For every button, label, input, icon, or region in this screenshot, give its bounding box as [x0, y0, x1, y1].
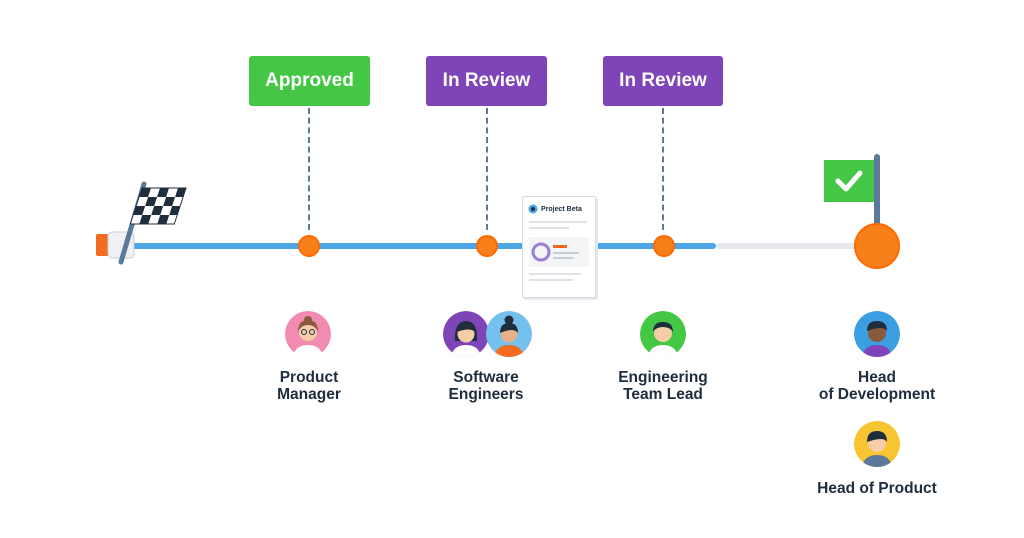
role-label: Software Engineers: [448, 369, 524, 403]
role-label: Engineering Team Lead: [618, 369, 708, 403]
status-badge-in-review: In Review: [603, 56, 723, 106]
role-label: Head of Product: [817, 480, 937, 497]
document-title: Project Beta: [541, 206, 582, 213]
dashed-connector: [486, 108, 488, 230]
milestone-node: [653, 235, 675, 257]
status-badge-in-review: In Review: [426, 56, 547, 106]
dashed-connector: [308, 108, 310, 230]
check-flag-icon: [824, 154, 904, 272]
dashed-connector: [662, 108, 664, 230]
status-badge-approved: Approved: [249, 56, 370, 106]
timeline-track-inactive: [716, 243, 876, 249]
avatar: [443, 311, 489, 357]
role-label: Head of Development: [818, 369, 936, 403]
timeline-track-active: [118, 243, 716, 249]
avatar: [854, 311, 900, 357]
avatar: [285, 311, 331, 357]
start-flag-icon: [94, 178, 194, 266]
document-icon: Project Beta: [522, 196, 596, 298]
avatar: [640, 311, 686, 357]
milestone-node: [476, 235, 498, 257]
milestone-node: [298, 235, 320, 257]
role-label: Product Manager: [277, 369, 341, 403]
avatar: [854, 421, 900, 467]
avatar: [486, 311, 532, 357]
final-milestone-node: [854, 223, 900, 269]
